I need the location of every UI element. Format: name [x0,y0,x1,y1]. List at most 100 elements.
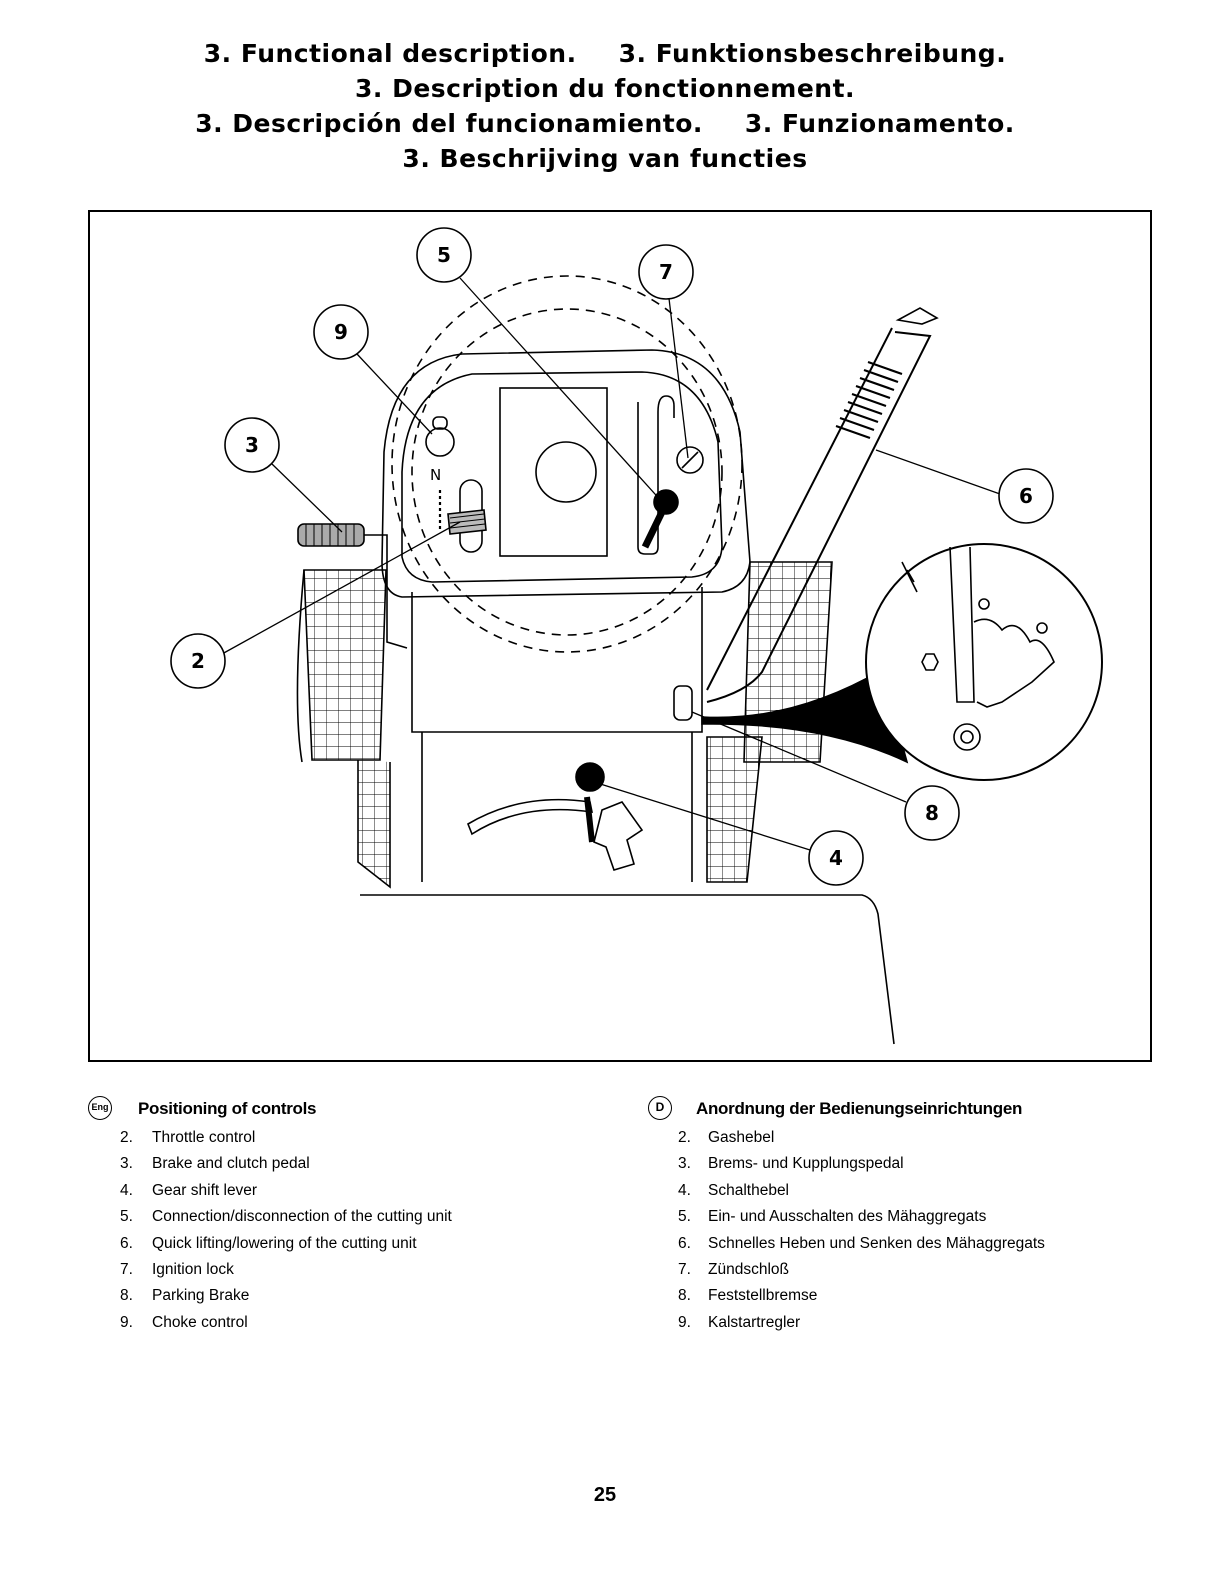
list-item: 3. Brake and clutch pedal [88,1154,588,1180]
language-badge-english: Eng [88,1096,112,1120]
item-number: 5. [120,1208,133,1226]
legend-german: D Anordnung der Bedienungseinrichtungen … [648,1096,1168,1339]
item-number: 9. [120,1313,133,1331]
item-number: 3. [120,1155,133,1173]
list-item: 5. Connection/disconnection of the cuttin… [88,1207,588,1233]
cutting-unit-knob [653,489,679,515]
item-text: Gear shift lever [152,1181,258,1199]
item-text: Gashebel [708,1129,775,1146]
list-item: 4. Gear shift lever [88,1181,588,1207]
list-item: 7. Zündschloß [648,1260,1168,1286]
legend-german-title: Anordnung der Bedienungseinrichtungen [696,1099,1023,1118]
title-french: 3. Description du fonctionnement. [354,74,856,103]
item-number: 5. [678,1208,691,1226]
callout-9-label: 9 [334,320,348,344]
title-line-1: 3. Functional description. 3. Funktionsbe… [0,36,1210,71]
dashed-range-inner [411,308,723,636]
list-item: 6. Quick lifting/lowering of the cutting … [88,1234,588,1260]
item-text: Schalthebel [708,1181,790,1199]
legend-german-list: 2.Gashebel 3.Brems- und Kupplungspedal 4… [648,1128,1168,1339]
list-item: 9. Choke control [88,1313,588,1339]
item-number: 8. [120,1287,133,1305]
throttle-lever [447,509,487,535]
item-text: Ein- und Ausschalten des Mähaggregats [708,1208,987,1226]
callout-2 [170,633,226,689]
parking-brake-lever [673,685,693,721]
lift-lever-tip [895,307,939,325]
item-number: 2. [120,1129,133,1146]
item-text: Feststellbremse [708,1287,818,1305]
item-text: Schnelles Heben und Senken des Mähaggreg… [708,1234,1045,1252]
lift-lever-grip [835,360,903,440]
item-text: Zündschloß [708,1260,789,1278]
fuel-cap [535,441,597,503]
legend-german-header: D Anordnung der Bedienungseinrichtungen [648,1096,1168,1122]
item-number: 7. [678,1260,691,1278]
item-text: Kalstartregler [708,1313,801,1331]
callout-3 [224,417,280,473]
legend-english-list: 2. Throttle control 3. Brake and clutch pe… [88,1128,588,1339]
callout-9 [313,304,369,360]
list-item: 6. Schnelles Heben und Senken des Mähaggr… [648,1234,1168,1260]
callout-8 [904,785,960,841]
callout-6 [998,468,1054,524]
left-fender-grating [296,569,391,889]
item-number: 7. [120,1260,133,1278]
dashboard-hood [381,349,751,598]
callout-8-label: 8 [925,801,939,825]
list-item: 2. Throttle control [88,1128,588,1154]
list-item: 7. Ignition lock [88,1260,588,1286]
title-dutch: 3. Beschrijving van functies [402,144,808,173]
item-number: 6. [120,1234,133,1252]
callout-6-label: 6 [1019,484,1033,508]
gear-knob [575,762,605,792]
item-number: 3. [678,1155,691,1173]
list-item: 8. Feststellbremse [648,1286,1168,1312]
title-italian: 3. Funzionamento. [744,109,1015,138]
item-text: Connection/disconnection of the cutting … [152,1208,452,1226]
choke-knob [425,427,455,457]
floor-edge [360,894,895,1045]
title-german: 3. Funktionsbeschreibung. [618,39,1007,68]
controls-diagram: N [88,210,1152,1062]
ignition-lock [676,446,704,474]
callout-7-label: 7 [659,260,673,284]
neutral-mark: N [430,466,441,484]
callout-4 [808,830,864,886]
legend-english: Eng Positioning of controls 2. Throttle c… [88,1096,588,1339]
list-item: 9. Kalstartregler [648,1313,1168,1339]
callout-3-label: 3 [245,433,259,457]
legend-english-header: Eng Positioning of controls [88,1096,588,1122]
item-text: Parking Brake [152,1287,250,1305]
callout-5 [416,227,472,283]
callout-5-label: 5 [437,243,451,267]
item-text: Choke control [152,1313,248,1331]
cutting-unit-slot [637,395,675,555]
item-text: Throttle control [152,1129,256,1146]
callout-7 [638,244,694,300]
item-text: Ignition lock [152,1260,234,1278]
item-number: 4. [678,1181,691,1199]
callout-2-label: 2 [191,649,205,673]
gear-gate [467,798,594,836]
dashed-range-outer [391,275,743,653]
callout-4-label: 4 [829,846,843,870]
item-number: 9. [678,1313,691,1331]
page-number: 25 [593,1484,617,1506]
list-item: 4. Schalthebel [648,1181,1168,1207]
zoom-connector [701,668,909,764]
item-text: Brems- und Kupplungspedal [708,1155,904,1173]
list-item: 5. Ein- und Ausschalten des Mähaggregats [648,1207,1168,1233]
center-tunnel [411,587,703,733]
list-item: 3. Brems- und Kupplungspedal [648,1154,1168,1180]
fuel-panel [499,387,608,557]
title-english: 3. Functional description. [203,39,577,68]
item-text: Brake and clutch pedal [152,1155,310,1173]
item-number: 4. [120,1181,133,1199]
list-item: 8. Parking Brake [88,1286,588,1312]
item-number: 6. [678,1234,691,1252]
legend-english-title: Positioning of controls [138,1099,317,1118]
title-line-3: 3. Descripción del funcionamiento.3. Fun… [0,106,1210,141]
item-number: 8. [678,1287,691,1305]
item-text: Quick lifting/lowering of the cutting un… [152,1234,417,1252]
